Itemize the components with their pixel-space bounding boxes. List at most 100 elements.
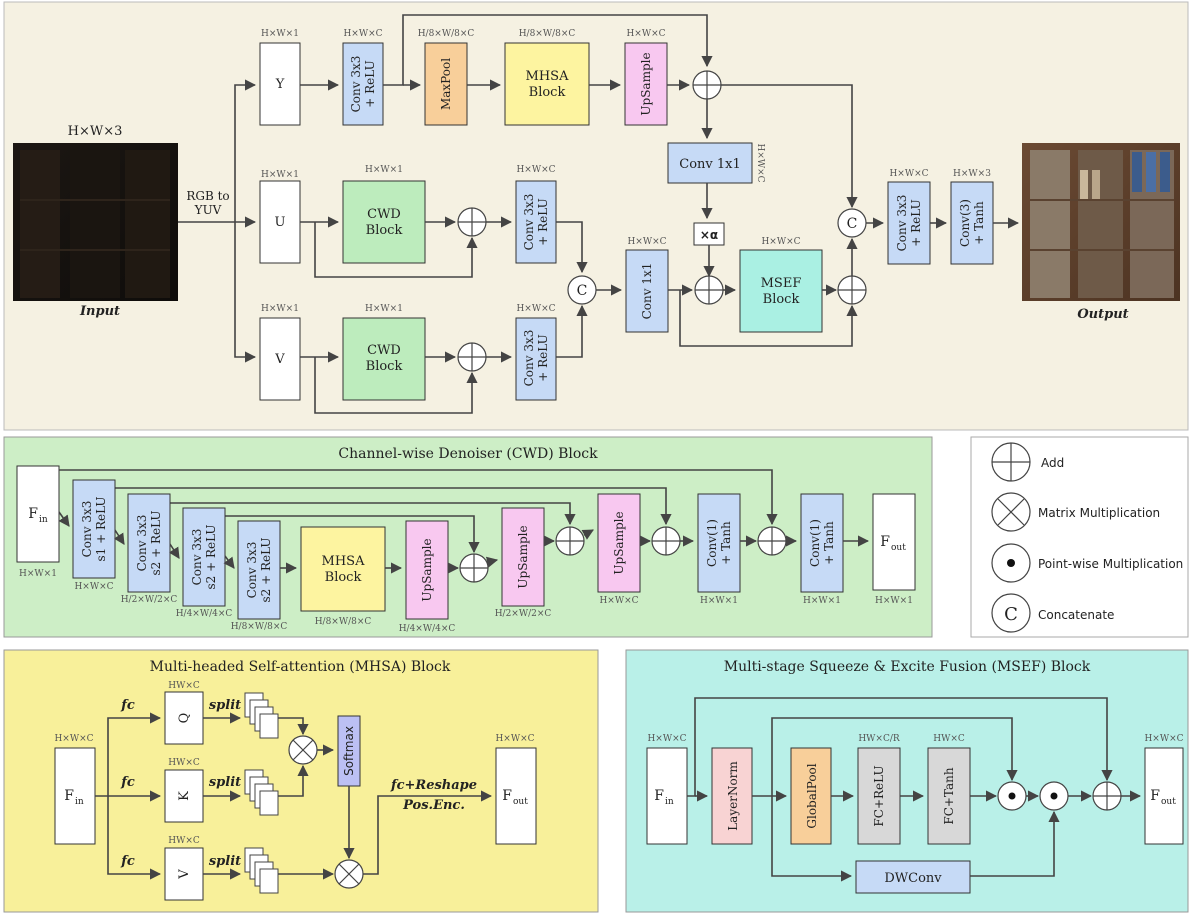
- cwd-conv2-dim: H/2×W/2×C: [121, 595, 178, 605]
- cwd-title: Channel-wise Denoiser (CWD) Block: [338, 446, 598, 462]
- u-cwd-label-2: Block: [366, 223, 403, 238]
- out-conv3-tanh-label-1: Conv(3): [958, 199, 972, 247]
- mhsa-k-label: K: [177, 791, 192, 801]
- softmax-label: Softmax: [342, 726, 356, 776]
- top-mhsa-dim: H/8×W/8×C: [519, 29, 576, 39]
- out-conv3x3-label-1: Conv 3x3: [895, 195, 909, 252]
- cwd-add2-icon: [556, 527, 584, 555]
- cwd-conv2-label-2: s2 + ReLU: [149, 510, 163, 575]
- y-dim: H×W×1: [261, 29, 299, 39]
- mid-add-icon: [695, 276, 723, 304]
- uv-concat-icon: C: [568, 276, 596, 304]
- legend-matmul-label: Matrix Multiplication: [1038, 506, 1160, 520]
- cwd-mhsa-label-2: Block: [325, 570, 362, 585]
- u-dim: H×W×1: [261, 170, 299, 180]
- cwd-add1-icon: [460, 554, 488, 582]
- final-add-icon: [838, 276, 866, 304]
- msef-title: Multi-stage Squeeze & Excite Fusion (MSE…: [724, 659, 1091, 675]
- top-upsample-label: UpSample: [639, 52, 653, 115]
- msef-fin-sub: in: [665, 797, 674, 807]
- mhsa-fc-v: fc: [120, 854, 135, 869]
- y-add-icon: [693, 71, 721, 99]
- msef-fin-label: F: [654, 788, 664, 804]
- cwd-add3-icon: [652, 527, 680, 555]
- u-conv3x3-label-2: + ReLU: [536, 198, 550, 245]
- rgb-to-yuv-label-2: YUV: [194, 203, 222, 217]
- svg-text:C: C: [1004, 604, 1018, 625]
- cwd-up2-label: UpSample: [516, 525, 530, 588]
- v-label: V: [274, 352, 285, 367]
- cwd-tanh1-dim: H×W×1: [700, 596, 738, 606]
- out-conv3-tanh-label-2: + Tanh: [972, 201, 986, 245]
- mhsa-fin-sub: in: [75, 797, 84, 807]
- cwd-conv4-label-1: Conv 3x3: [245, 542, 259, 599]
- mhsa-fout-dim: H×W×C: [495, 734, 534, 744]
- top-mhsa-label-1: MHSA: [526, 69, 570, 84]
- msef-fout-label: F: [1150, 788, 1160, 804]
- legend-matmul-icon: [992, 493, 1030, 531]
- input-image: [13, 143, 178, 301]
- maxpool-label: MaxPool: [439, 58, 453, 110]
- mhsa-reshape-label-1: fc+Reshape: [390, 778, 477, 793]
- mhsa-fout-sub: out: [513, 797, 528, 807]
- fctanh-label: FC+Tanh: [942, 767, 956, 825]
- mhsa-split-q: split: [209, 698, 241, 713]
- cwd-tanh1-label-2: + Tanh: [719, 521, 733, 565]
- fctanh-dim: HW×C: [933, 734, 965, 744]
- cwd-fout-label: F: [880, 534, 890, 550]
- u-conv3x3-label-1: Conv 3x3: [522, 194, 536, 251]
- cwd-up1-label: UpSample: [420, 538, 434, 601]
- mhsa-panel: Multi-headed Self-attention (MHSA) Block…: [4, 650, 598, 912]
- cwd-conv3-dim: H/4×W/4×C: [176, 609, 233, 619]
- attn-v-matmul-icon: [335, 860, 363, 888]
- mhsa-v-label: V: [177, 869, 192, 880]
- cwd-fin-sub: in: [39, 515, 48, 525]
- rgb-to-yuv-label-1: RGB to: [186, 189, 229, 203]
- side-conv1x1-dim: H×W×C: [755, 143, 765, 182]
- maxpool-dim: H/8×W/8×C: [418, 29, 475, 39]
- pointwise-mult-2-icon: [1040, 782, 1068, 810]
- cwd-fout-sub: out: [891, 543, 906, 553]
- mhsa-reshape-label-2: Pos.Enc.: [402, 798, 465, 813]
- mhsa-v-dim: HW×C: [168, 836, 200, 846]
- mhsa-q-label: Q: [177, 713, 192, 724]
- cwd-conv4-label-2: s2 + ReLU: [259, 537, 273, 602]
- cwd-fin-label: F: [28, 506, 38, 522]
- mid-conv1x1-dim: H×W×C: [627, 237, 666, 247]
- cwd-conv3-label-2: s2 + ReLU: [204, 524, 218, 589]
- cwd-conv4-dim: H/8×W/8×C: [231, 622, 288, 632]
- cwd-up3-label: UpSample: [612, 511, 626, 574]
- mhsa-fc-k: fc: [120, 775, 135, 790]
- y-conv3x3-label-2: + ReLU: [363, 60, 377, 107]
- top-upsample-dim: H×W×C: [626, 29, 665, 39]
- output-image: [1022, 143, 1180, 301]
- fcrelu-label: FC+ReLU: [872, 765, 886, 826]
- v-cwd-dim: H×W×1: [365, 304, 403, 314]
- cwd-up2-dim: H/2×W/2×C: [495, 609, 552, 619]
- out-conv3x3-label-2: + ReLU: [909, 199, 923, 246]
- y-label: Y: [275, 77, 285, 92]
- v-conv3x3-label-2: + ReLU: [536, 334, 550, 381]
- cwd-conv1-label-2: s1 + ReLU: [94, 496, 108, 561]
- msef-fout-dim: H×W×C: [1144, 734, 1183, 744]
- mid-conv1x1-label: Conv 1x1: [640, 263, 654, 320]
- final-concat-icon: C: [838, 209, 866, 237]
- output-caption: Output: [1077, 307, 1128, 322]
- cwd-conv1-dim: H×W×C: [74, 582, 113, 592]
- mhsa-fout-label: F: [502, 788, 512, 804]
- top-msef-dim: H×W×C: [761, 237, 800, 247]
- u-add-icon: [458, 208, 486, 236]
- legend-pointwise-label: Point-wise Multiplication: [1038, 557, 1183, 571]
- top-msef-label-1: MSEF: [761, 276, 802, 291]
- cwd-tanh2-label-2: + Tanh: [822, 521, 836, 565]
- mhsa-q-dim: HW×C: [168, 681, 200, 691]
- u-cwd-box: [343, 181, 425, 263]
- legend-add-icon: [992, 443, 1030, 481]
- top-mhsa-box: [505, 43, 589, 125]
- cwd-mhsa-dim: H/8×W/8×C: [315, 617, 372, 627]
- top-msef-label-2: Block: [763, 292, 800, 307]
- out-conv3-tanh-dim: H×W×3: [953, 169, 991, 179]
- v-cwd-label-2: Block: [366, 359, 403, 374]
- cwd-fin-box: [17, 466, 59, 562]
- cwd-up1-dim: H/4×W/4×C: [399, 624, 456, 634]
